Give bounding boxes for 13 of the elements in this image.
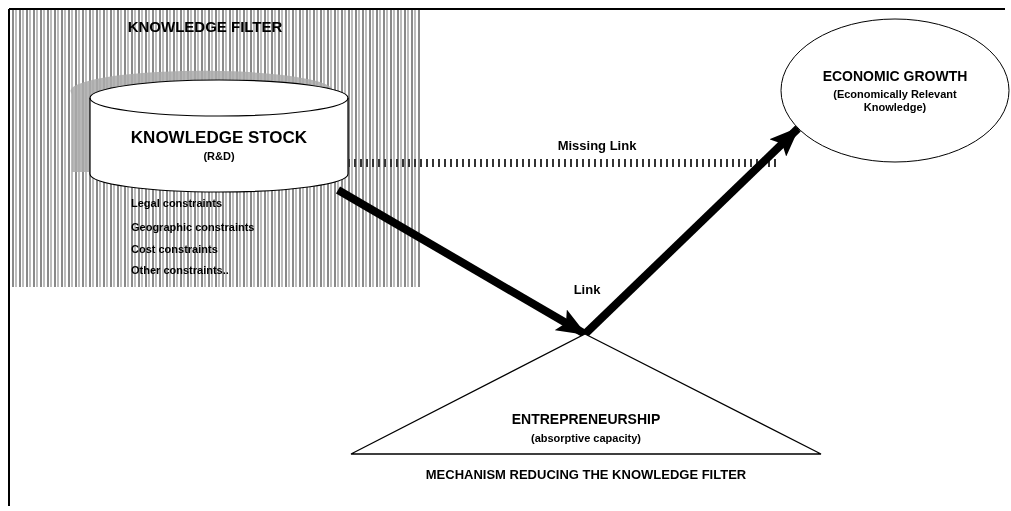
edge-label: Link: [573, 282, 601, 297]
node-title: ENTREPRENEURSHIP: [510, 411, 662, 428]
filter-title: KNOWLEDGE FILTER: [126, 18, 284, 35]
node-subtitle: (absorptive capacity): [529, 432, 642, 445]
constraint-text: Cost constraints: [131, 243, 218, 255]
constraint-text: Other constraints..: [131, 264, 229, 276]
edge-label: Missing Link: [557, 138, 637, 153]
node-title: ECONOMIC GROWTH: [821, 68, 969, 85]
node-subtitle: (R&D): [202, 150, 236, 163]
constraint-text: Geographic constraints: [131, 221, 255, 233]
node-subtitle: (Economically Relevant Knowledge): [832, 88, 958, 114]
node-title: KNOWLEDGE STOCK: [129, 128, 309, 148]
mechanism-caption: MECHANISM REDUCING THE KNOWLEDGE FILTER: [424, 467, 748, 482]
